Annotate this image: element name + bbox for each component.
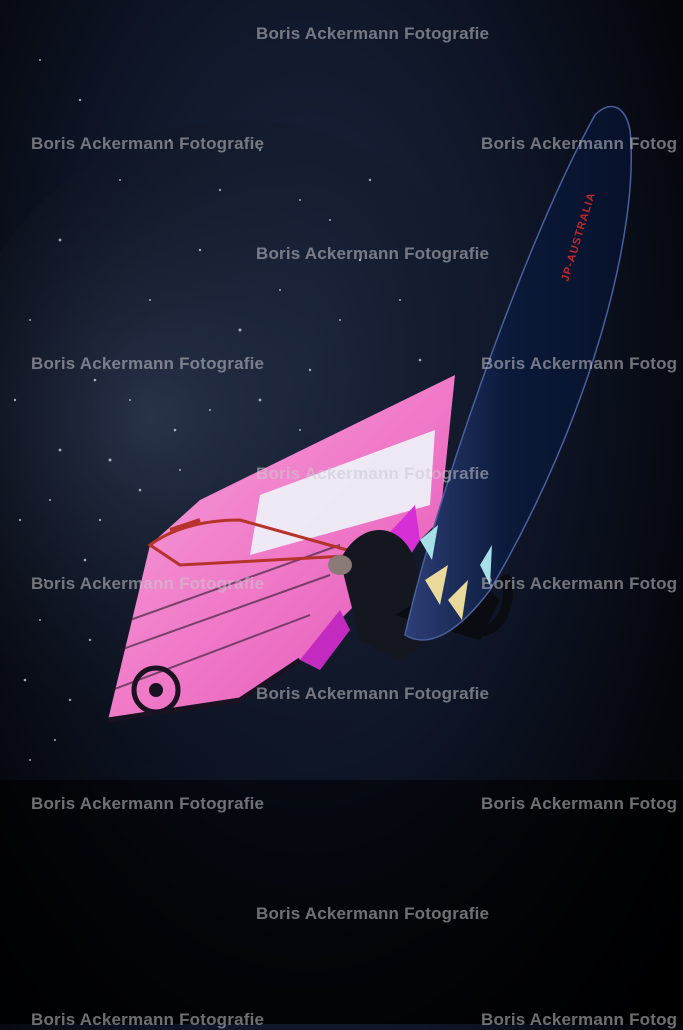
watermark: Boris Ackermann Fotografie: [31, 574, 265, 593]
watermark: Boris Ackermann Fotografie: [31, 354, 265, 373]
watermark: Boris Ackermann Fotog: [481, 574, 678, 593]
watermark: Boris Ackermann Fotografie: [256, 24, 490, 43]
watermark: Boris Ackermann Fotog: [481, 354, 678, 373]
watermark: Boris Ackermann Fotografie: [31, 794, 265, 813]
watermark: Boris Ackermann Fotografie: [31, 134, 265, 153]
fin: [448, 580, 468, 620]
fin: [420, 525, 438, 560]
watermark: Boris Ackermann Fotog: [481, 794, 678, 813]
sail-logo-icon: [131, 665, 181, 715]
watermark: Boris Ackermann Fotografie: [256, 244, 490, 263]
dark-water-shadow: [0, 780, 683, 1024]
watermark: Boris Ackermann Fotografie: [256, 684, 490, 703]
watermark: Boris Ackermann Fotog: [481, 1010, 678, 1029]
watermark: Boris Ackermann Fotografie: [256, 904, 490, 923]
fin: [480, 545, 492, 585]
watermark: Boris Ackermann Fotog: [481, 134, 678, 153]
watermark: Boris Ackermann Fotografie: [31, 1010, 265, 1029]
fin: [425, 565, 448, 605]
spray-droplets: [13, 59, 422, 761]
watermark: Boris Ackermann Fotografie: [256, 464, 490, 483]
board: [404, 105, 633, 641]
boom: [147, 518, 366, 567]
